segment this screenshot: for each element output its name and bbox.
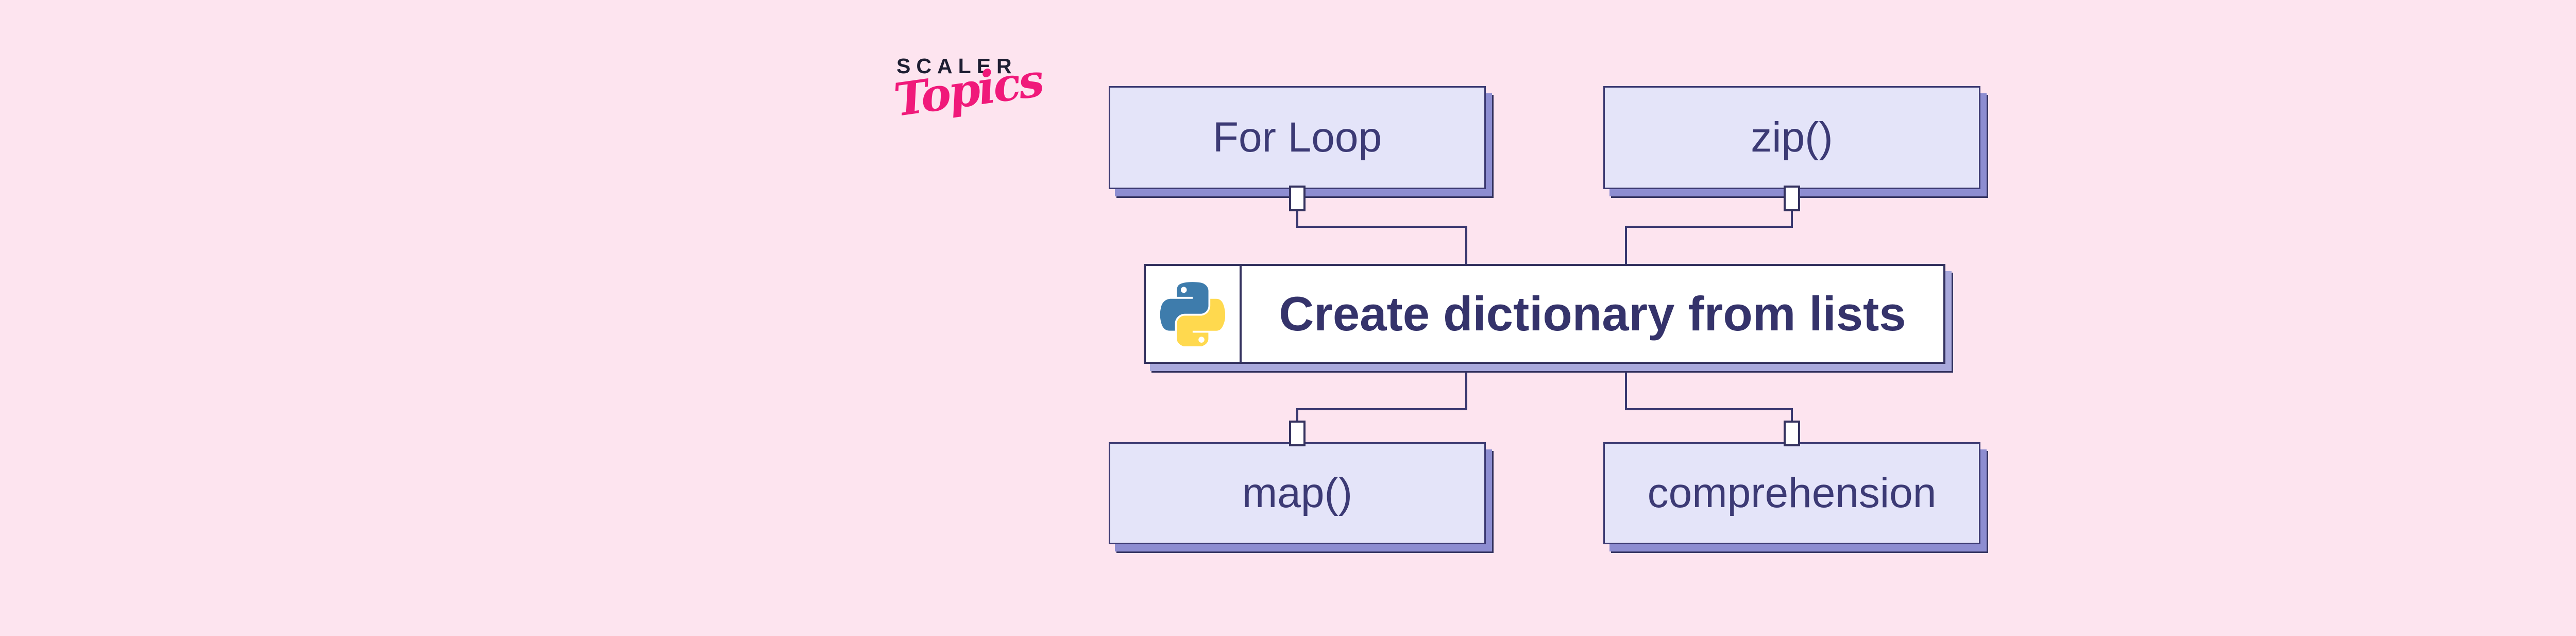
logo-brand-text: SCALER [896,54,1018,78]
method-box-zip: zip() [1603,86,1980,189]
diagram-title: Create dictionary from lists [1279,287,1906,341]
method-label: map() [1242,470,1353,516]
method-label: For Loop [1212,114,1382,161]
connector-bottom-right [1625,363,1793,428]
method-box-map: map() [1109,442,1486,544]
connector-top-left [1296,208,1467,265]
method-box-comprehension: comprehension [1603,442,1980,544]
method-label: zip() [1751,114,1833,161]
center-title-cell: Create dictionary from lists [1242,266,1943,362]
connector-bottom-left [1296,363,1467,428]
scaler-topics-logo: SCALER Topics [891,53,1045,127]
connector-square-zip [1784,186,1800,211]
method-label: comprehension [1647,470,1937,516]
python-icon [1160,282,1225,346]
connector-square-for-loop [1289,186,1306,211]
python-icon-cell [1146,266,1242,362]
connector-square-map [1289,421,1306,446]
center-title-box: Create dictionary from lists [1144,264,1945,364]
connector-square-comprehension [1784,421,1800,446]
method-box-for-loop: For Loop [1109,86,1486,189]
connector-top-right [1625,208,1793,265]
